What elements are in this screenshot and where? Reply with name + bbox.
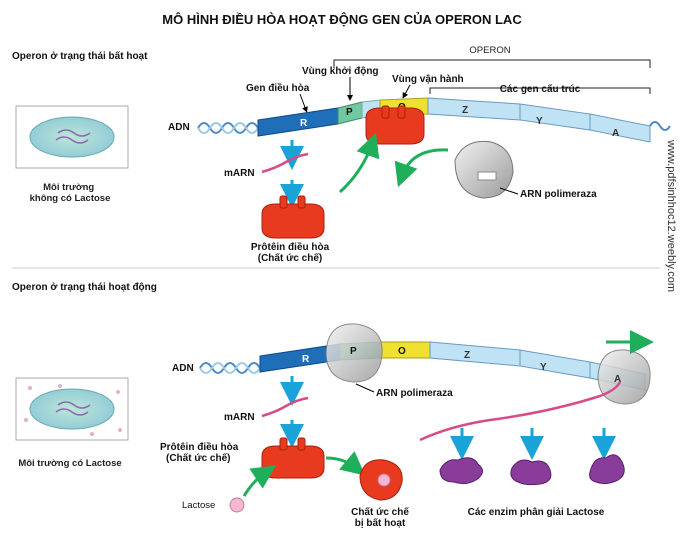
lactose-binding-arrow <box>242 465 276 497</box>
top-seg-r: R <box>300 118 308 129</box>
bottom-seg-y: Y <box>540 362 547 373</box>
enzyme-a <box>589 454 625 485</box>
top-adn-label: ADN <box>168 122 190 133</box>
bottom-polymerase-label: ARN polimeraza <box>376 388 453 399</box>
promoter-label: Vùng khởi động <box>302 66 379 77</box>
cell-without-lactose <box>15 105 129 169</box>
bottom-adn-label: ADN <box>172 363 194 374</box>
top-seg-y: Y <box>536 116 543 127</box>
bottom-state-label: Operon ở trạng thái hoạt động <box>12 282 157 293</box>
top-mrna-strand <box>261 152 309 174</box>
repressor-inactivation-arrow <box>325 451 366 476</box>
enzyme-y <box>510 459 552 486</box>
top-seg-p: P <box>346 107 353 118</box>
top-mrna-label: mARN <box>224 168 255 179</box>
cell-with-lactose <box>15 377 129 441</box>
top-regulatory-protein-label: Prôtêin điều hòa <box>251 241 330 253</box>
top-seg-a: A <box>612 128 619 139</box>
top-polymerase-label: ARN polimeraza <box>520 189 597 200</box>
operon-label: OPERON <box>469 45 510 56</box>
bottom-mrna-strand <box>261 396 309 418</box>
operator-label: Vùng vận hành <box>392 74 464 85</box>
top-polymerase-pointer <box>499 187 519 195</box>
top-environment-label: Môi trường không có Lactose <box>30 182 111 204</box>
top-environment-line1: Môi trường <box>43 182 94 193</box>
bottom-polymerase-pointer <box>355 383 375 393</box>
bottom-dna-strand <box>259 341 646 391</box>
bottom-seg-p: P <box>350 346 357 357</box>
lactose-label: Lactose <box>182 500 215 511</box>
inactivated-label-line2: bị bất hoạt <box>355 517 406 529</box>
top-environment-line2: không có Lactose <box>30 193 111 204</box>
top-polymerase-blocked-arrow <box>394 148 449 188</box>
inactivated-repressor <box>359 459 403 501</box>
bottom-seg-a: A <box>614 374 621 385</box>
lactose-molecule <box>229 497 245 513</box>
operon-bracket <box>333 59 651 68</box>
enzyme-z <box>439 457 483 485</box>
top-state-label: Operon ở trạng thái bất hoạt <box>12 50 148 62</box>
top-free-repressor <box>261 195 325 239</box>
top-seg-z: Z <box>462 105 468 116</box>
bottom-rna-polymerase-promoter <box>325 323 383 383</box>
bottom-environment-label: Môi trường có Lactose <box>18 458 121 469</box>
bottom-structural-mrna <box>419 381 622 442</box>
bottom-seg-o: O <box>398 346 406 357</box>
top-repressor-label: (Chất ức chế) <box>258 252 322 264</box>
bottom-seg-z: Z <box>464 350 470 361</box>
bottom-seg-r: R <box>302 354 310 365</box>
structural-genes-bracket <box>429 87 651 94</box>
bottom-free-repressor <box>261 437 325 479</box>
bottom-repressor-label: (Chất ức chế) <box>166 452 230 464</box>
bottom-rna-polymerase-end <box>597 349 651 405</box>
structural-genes-label: Các gen cấu trúc <box>500 83 581 95</box>
top-bound-repressor <box>365 105 425 145</box>
top-repressor-binding-arrow <box>338 132 380 194</box>
operator-pointer <box>402 84 411 99</box>
bottom-regulatory-protein-label: Prôtêin điều hòa <box>160 441 239 453</box>
regulator-gene-pointer <box>299 93 308 113</box>
page-title: MÔ HÌNH ĐIỀU HÒA HOẠT ĐỘNG GEN CỦA OPERO… <box>162 12 522 27</box>
regulator-gene-label: Gen điều hòa <box>246 82 310 94</box>
bottom-dna-helix <box>199 362 261 374</box>
inactivated-label-line1: Chất ức chế <box>351 506 409 518</box>
enzymes-label: Các enzim phân giải Lactose <box>468 507 605 518</box>
watermark-text: www.pdfsinhhoc12.weebly.com <box>665 139 677 292</box>
top-rna-polymerase <box>454 140 514 199</box>
bottom-mrna-label: mARN <box>224 412 255 423</box>
